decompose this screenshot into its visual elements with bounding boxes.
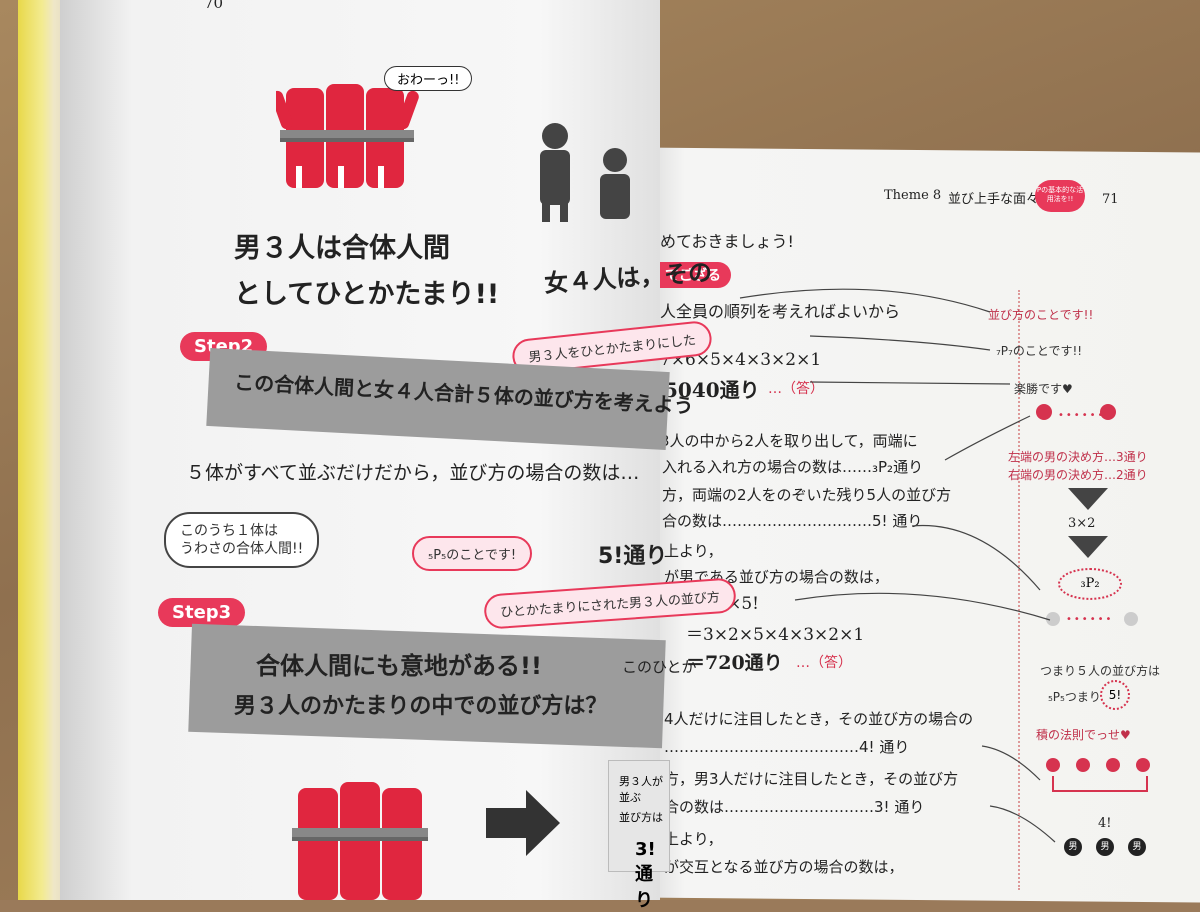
result-box-text2: 並び方は [619, 811, 663, 824]
heading-men-line1: 男３人は合体人間 [234, 233, 450, 264]
man-circle-right-2 [1124, 612, 1138, 626]
side-note-raku: 楽勝です♥ [1014, 382, 1073, 396]
line-3nin: 方，男3人だけに注目したとき，その並び方 [664, 770, 959, 788]
side-5p5: ₅P₅つまり [1048, 690, 1101, 704]
badge-zazaru: でござる [655, 262, 731, 288]
side-left-end: 左端の男の決め方…3通り [1008, 450, 1148, 464]
line-5-factorial: 合の数は…………………………5! 通り [662, 512, 923, 530]
down-arrow-1 [1068, 488, 1108, 510]
arrow-to-line-all [739, 288, 991, 313]
answer-5040-mark: …（答） [768, 381, 824, 397]
result-box: 男３人が並ぶ 並び方は 3!通り [608, 760, 670, 911]
arrow-to-7-factorial [809, 335, 991, 351]
gattai-bubble: このうち１体は うわさの合体人間!! [164, 512, 320, 569]
line-ueyori: 上より， [664, 542, 723, 560]
shout-bubble: おわーっ!! [384, 66, 473, 91]
side-divider [1018, 290, 1022, 890]
line-4-factorial: …………………………………4! 通り [664, 738, 910, 756]
man-circle-left-2 [1046, 612, 1060, 626]
arrow-to-ireru [944, 415, 1031, 461]
arrow-to-5-factorial [911, 524, 1041, 591]
line-kogo: が交互となる並び方の場合の数は， [664, 858, 904, 876]
tied-men-illustration-top [276, 84, 419, 188]
right-page-number: 71 [1102, 192, 1119, 207]
tied-men-illustration-bottom [292, 782, 428, 900]
line-ireru: 入れる入れ方の場合の数は……₃P₂通り [662, 458, 924, 476]
man-black-3: 男 [1128, 838, 1146, 856]
side-4-factorial: 4! [1098, 816, 1112, 831]
dots-row-2: •••••• [1066, 614, 1114, 625]
down-arrow-2 [1068, 536, 1108, 558]
result-box-text1: 男３人が並ぶ [619, 775, 663, 804]
header-title: 並び上手な面々 [948, 192, 1040, 207]
man-black-1: 男 [1064, 838, 1082, 856]
man-circle-left [1036, 404, 1052, 420]
dots-row-1: •••••• [1058, 410, 1106, 421]
answer-720-mark: …（答） [796, 655, 852, 671]
result-box-answer: 3!通り [635, 839, 656, 911]
line-3-factorial: 合の数は…………………………3! 通り [664, 798, 925, 816]
line-5tai: ５体がすべて並ぶだけだから，並び方の場合の数は… [186, 462, 640, 484]
line-nokori: 方，両端の2人をのぞいた残り5人の並び方 [662, 486, 952, 504]
man-circle-right [1100, 404, 1116, 420]
answer-720: ＝720通り [686, 652, 783, 674]
man-black-2: 男 [1096, 838, 1114, 856]
header-theme: Theme 8 [884, 188, 942, 203]
step3-label: Step3 [158, 598, 246, 627]
woman-circle-4 [1136, 758, 1150, 772]
woman-circle-2 [1076, 758, 1090, 772]
bubble-5p5: ₅P₅のことです! [412, 536, 533, 571]
gattai-bubble-line2: うわさの合体人間!! [180, 541, 304, 558]
woman-circle-1 [1046, 758, 1060, 772]
bracket-women [1052, 776, 1148, 792]
answer-5040: 5040通り [664, 378, 760, 402]
step3-line1: 合体人間にも意地がある!! [256, 652, 542, 680]
step3-side-text: このひとか [622, 658, 697, 676]
pointer-arrows [739, 288, 1056, 843]
header-badge: Pの基本的な活用法を!! [1035, 180, 1085, 212]
arrow-to-4-factorial [981, 745, 1041, 781]
line-all-members: 人全員の順列を考えればよいから [660, 302, 901, 321]
line-3-choose: 3人の中から2人を取り出して，両端に [660, 432, 918, 450]
line-ueyori-2: 上より， [664, 830, 723, 848]
side-note-narabikata: 並び方のことです!! [988, 308, 1094, 322]
arrow-to-calc [794, 592, 1051, 621]
line-4nin: 4人だけに注目したとき，その並び方の場合の [664, 710, 974, 728]
side-3x2: 3×2 [1068, 516, 1096, 531]
gattai-bubble-line1: このうち１体は [180, 523, 278, 539]
line-top: めておきましょう! [660, 232, 794, 251]
side-note-7p7: ₇P₇のことです!! [996, 344, 1083, 358]
side-seki: 積の法則でっせ♥ [1036, 728, 1131, 742]
answer-5-factorial: 5!通り [598, 544, 668, 569]
step3-line2: 男３人のかたまりの中での並び方は？ [234, 694, 608, 719]
left-page-number: 70 [204, 0, 224, 12]
side-3p2: ₃P₂ [1058, 568, 1122, 600]
heading-men-line2: としてひとかたまり!! [234, 279, 500, 310]
side-5-factorial: 5! [1100, 680, 1130, 710]
step3-banner [188, 623, 666, 749]
side-right-end: 右端の男の決め方…2通り [1008, 468, 1148, 482]
arrow-to-3-factorial [989, 805, 1056, 843]
calc-line-2: ＝3×2×5×4×3×2×1 [686, 625, 865, 645]
side-tsumari: つまり５人の並び方は [1040, 664, 1161, 678]
arrow-to-5040 [809, 381, 1011, 385]
women-illustration [540, 123, 630, 222]
woman-circle-3 [1106, 758, 1120, 772]
right-arrow-icon [486, 790, 560, 856]
